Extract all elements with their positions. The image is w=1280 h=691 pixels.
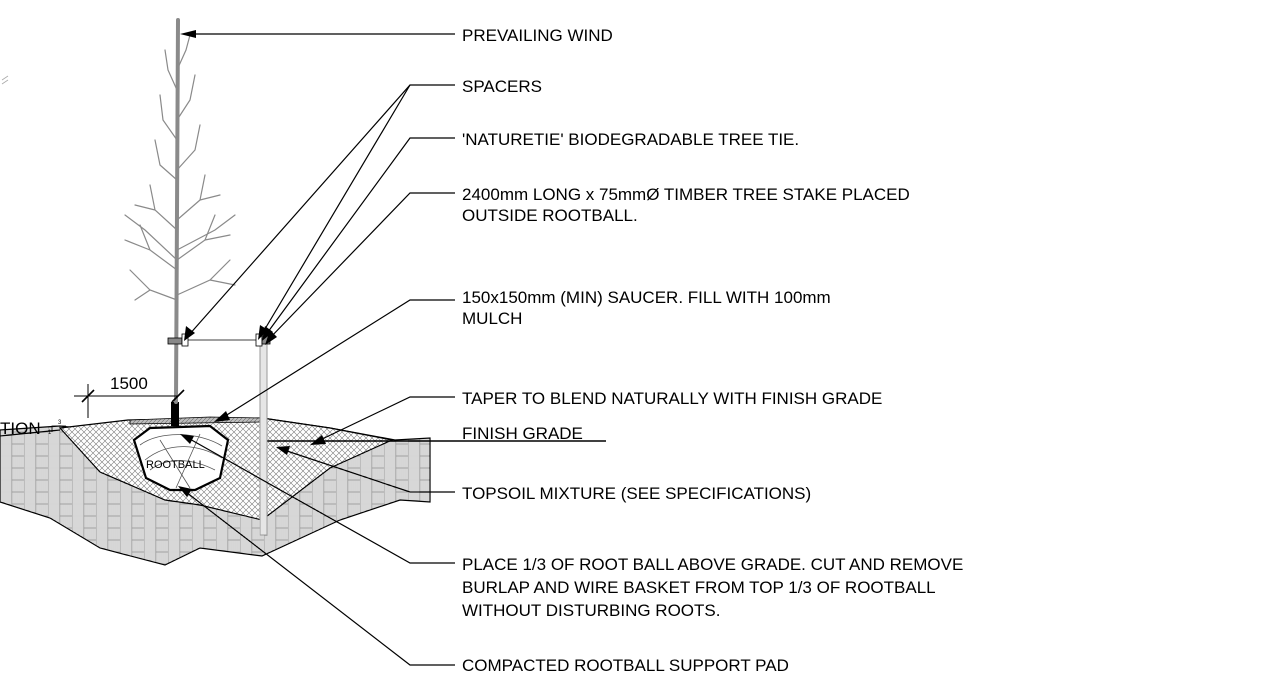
label-support-pad: COMPACTED ROOTBALL SUPPORT PAD [462, 656, 789, 675]
spacer-and-tie [167, 333, 271, 347]
rootball-text: ROOTBALL [146, 459, 205, 471]
callout-labels: PREVAILING WIND SPACERS 'NATURETIE' BIOD… [462, 26, 963, 675]
slope-indicator: 3 1 [48, 420, 66, 436]
label-stake-line1: 2400mm LONG x 75mmØ TIMBER TREE STAKE PL… [462, 185, 910, 204]
label-saucer-line1: 150x150mm (MIN) SAUCER. FILL WITH 100mm [462, 288, 831, 307]
label-taper: TAPER TO BLEND NATURALLY WITH FINISH GRA… [462, 389, 882, 408]
svg-text:3: 3 [58, 420, 62, 426]
label-place-line1: PLACE 1/3 OF ROOT BALL ABOVE GRADE. CUT … [462, 555, 963, 574]
rootball: ROOTBALL [132, 424, 230, 492]
tree [124, 18, 236, 426]
left-grade-line [0, 429, 61, 437]
label-place-line2: BURLAP AND WIRE BASKET FROM TOP 1/3 OF R… [462, 578, 936, 597]
timber-tree-stake [259, 334, 268, 536]
label-tree-tie: 'NATURETIE' BIODEGRADABLE TREE TIE. [462, 130, 799, 149]
svg-text:1: 1 [48, 430, 52, 436]
left-wind-mark [1, 75, 9, 81]
dimension-1500: 1500 [74, 374, 185, 418]
label-topsoil: TOPSOIL MIXTURE (SEE SPECIFICATIONS) [462, 484, 811, 503]
label-place-line3: WITHOUT DISTURBING ROOTS. [462, 601, 720, 620]
leader-lines [178, 30, 455, 666]
label-finish-grade: FINISH GRADE [462, 424, 583, 443]
label-saucer-line2: MULCH [462, 309, 522, 328]
dimension-text: 1500 [110, 374, 148, 393]
label-stake-line2: OUTSIDE ROOTBALL. [462, 206, 638, 225]
label-spacers: SPACERS [462, 77, 542, 96]
left-cut-label: TION [0, 419, 41, 438]
label-prevailing-wind: PREVAILING WIND [462, 26, 613, 45]
trunk-base [171, 402, 179, 426]
